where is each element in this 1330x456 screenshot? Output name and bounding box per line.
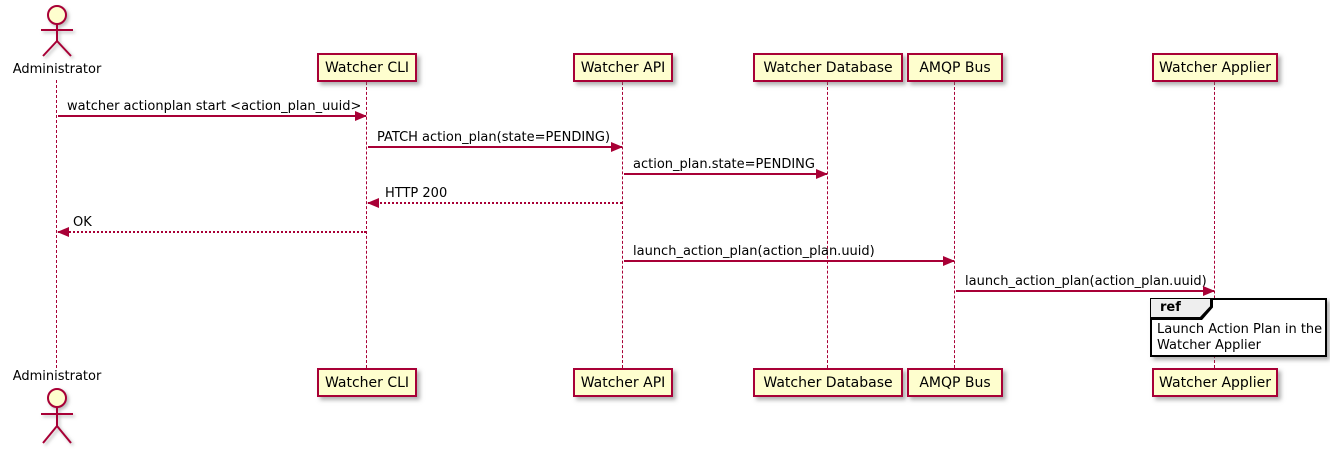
message-7-label: launch_action_plan(action_plan.uuid) <box>965 274 1207 289</box>
arrowhead-right-icon <box>611 142 623 152</box>
arrow-line <box>956 290 1214 292</box>
actor-icon <box>41 5 73 57</box>
participant-watcher-cli-bottom: Watcher CLI <box>317 368 417 397</box>
arrow-line <box>58 115 366 117</box>
participant-watcher-database-top: Watcher Database <box>753 53 903 82</box>
message-6-label: launch_action_plan(action_plan.uuid) <box>633 244 875 259</box>
arrow-line <box>368 146 622 148</box>
lifeline-watcher-cli <box>366 82 367 368</box>
actor-icon <box>41 388 73 444</box>
actor-label-bottom: Administrator <box>12 369 102 384</box>
arrowhead-right-icon <box>943 256 955 266</box>
ref-fragment: ref Launch Action Plan in the Watcher Ap… <box>1150 298 1327 357</box>
arrow-line <box>368 202 622 204</box>
ref-keyword: ref <box>1160 300 1181 315</box>
participant-amqp-bus-top: AMQP Bus <box>907 53 1003 82</box>
ref-fragment-text: Launch Action Plan in the Watcher Applie… <box>1157 322 1322 354</box>
arrowhead-left-icon <box>57 227 69 237</box>
ref-text-line2: Watcher Applier <box>1157 338 1261 353</box>
arrow-line <box>624 173 827 175</box>
participant-amqp-bus-bottom: AMQP Bus <box>907 368 1003 397</box>
message-4-arrow <box>367 198 623 208</box>
message-5-label: OK <box>73 215 92 230</box>
message-1-arrow <box>57 111 367 121</box>
message-3-label: action_plan.state=PENDING <box>633 157 815 172</box>
lifeline-watcher-applier <box>1214 82 1215 368</box>
arrowhead-right-icon <box>1203 286 1215 296</box>
arrowhead-right-icon <box>355 111 367 121</box>
message-6-arrow <box>623 256 955 266</box>
arrowhead-left-icon <box>367 198 379 208</box>
arrow-line <box>624 260 954 262</box>
ref-text-line1: Launch Action Plan in the <box>1157 322 1323 337</box>
participant-watcher-database-bottom: Watcher Database <box>753 368 903 397</box>
participant-watcher-applier-bottom: Watcher Applier <box>1152 368 1278 397</box>
message-4-label: HTTP 200 <box>385 186 448 201</box>
arrow-line <box>58 231 366 233</box>
message-2-label: PATCH action_plan(state=PENDING) <box>377 130 611 145</box>
lifeline-administrator <box>56 80 57 368</box>
lifeline-amqp-bus <box>954 82 955 368</box>
ref-header-fill <box>1151 299 1210 317</box>
message-5-arrow <box>57 227 367 237</box>
message-3-arrow <box>623 169 828 179</box>
message-1-label: watcher actionplan start <action_plan_uu… <box>67 99 362 114</box>
participant-watcher-api-top: Watcher API <box>573 53 673 82</box>
participant-watcher-applier-top: Watcher Applier <box>1152 53 1278 82</box>
participant-watcher-api-bottom: Watcher API <box>573 368 673 397</box>
participant-watcher-cli-top: Watcher CLI <box>317 53 417 82</box>
message-7-arrow <box>955 286 1215 296</box>
ref-fragment-header: ref <box>1151 299 1213 320</box>
actor-label-top: Administrator <box>12 62 102 77</box>
lifeline-watcher-database <box>827 82 828 368</box>
message-2-arrow <box>367 142 623 152</box>
lifeline-watcher-api <box>622 82 623 368</box>
arrowhead-right-icon <box>816 169 828 179</box>
